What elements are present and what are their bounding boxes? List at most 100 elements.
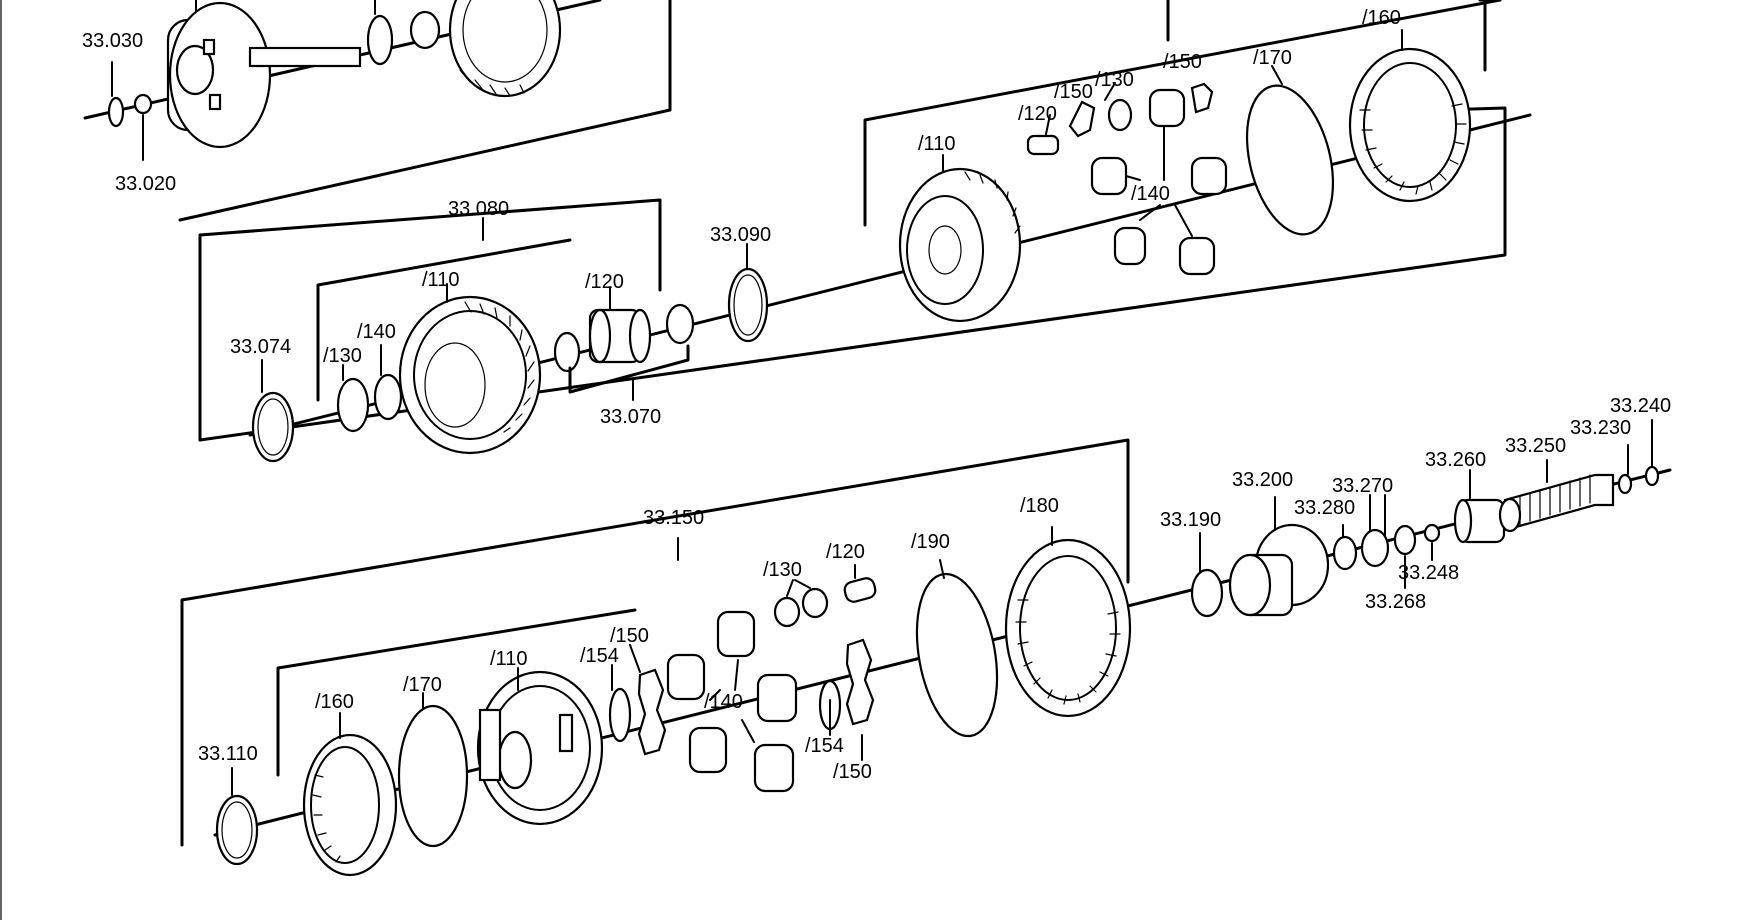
gear-33200 — [1228, 496, 1330, 617]
ring-33280 — [1332, 535, 1358, 571]
pin-b120 — [843, 577, 877, 603]
label-33280: 33.280 — [1294, 497, 1355, 519]
bearing-right — [665, 303, 695, 345]
label-u120: /120 — [1018, 103, 1057, 125]
roller-140-a — [1148, 88, 1186, 128]
label-b190: /190 — [911, 531, 950, 553]
label-b180: /180 — [1020, 495, 1059, 517]
label-u110: /110 — [918, 133, 955, 155]
label-b154a: /154 — [580, 645, 619, 667]
label-u160: /160 — [1362, 7, 1401, 29]
label-33080-130: /130 — [323, 345, 362, 367]
ring-top — [366, 14, 394, 66]
ring-33090 — [727, 267, 769, 343]
ring-33248 — [1423, 523, 1441, 543]
label-u140: /140 — [1131, 183, 1170, 205]
ring-33230 — [1617, 473, 1633, 495]
drum-top — [448, 0, 562, 98]
label-33200: 33.200 — [1232, 469, 1293, 491]
ring-33268 — [1393, 524, 1417, 556]
roller-140-d — [1113, 226, 1147, 266]
shaft-33250 — [1498, 459, 1615, 533]
label-33260: 33.260 — [1425, 449, 1486, 471]
label-b110: /110 — [490, 648, 527, 670]
roller-140-c — [1190, 156, 1228, 196]
label-33110: 33.110 — [198, 743, 258, 765]
label-33190: 33.190 — [1160, 509, 1221, 531]
part-labels: 33.030 33.020 33.080 33.074 /130 /140 /1… — [82, 7, 1671, 783]
label-33020: 33.020 — [115, 173, 176, 195]
bottom-row — [180, 419, 1672, 877]
label-b140: /140 — [704, 691, 743, 713]
label-33090: 33.090 — [710, 224, 771, 246]
label-33270: 33.270 — [1332, 475, 1393, 497]
label-b154b: /154 — [805, 735, 844, 757]
roller-b130-a — [773, 596, 801, 628]
carrier-110 — [898, 154, 1022, 323]
label-33248: 33.248 — [1398, 562, 1459, 584]
label-b150a: /150 — [610, 625, 649, 647]
roller-b140-b — [716, 610, 756, 658]
label-b160: /160 — [315, 691, 354, 713]
bearing-left — [553, 331, 581, 373]
ring-33020 — [133, 93, 153, 115]
roller-b140-a — [666, 653, 706, 701]
label-u150b: /150 — [1163, 51, 1202, 73]
label-33074: 33.074 — [230, 336, 291, 358]
roller-b140-c — [688, 726, 728, 774]
label-b150b: /150 — [833, 761, 872, 783]
ring-gear-110 — [398, 283, 542, 455]
sleeve-120 — [588, 286, 652, 364]
label-b170: /170 — [403, 674, 442, 696]
snap-ring-170-b — [397, 704, 469, 848]
snap-ring-190 — [915, 572, 999, 738]
label-33080-120: /120 — [585, 271, 624, 293]
ring-33270 — [1360, 528, 1390, 568]
pin-120 — [1026, 134, 1060, 156]
label-33080-110: /110 — [422, 269, 459, 291]
label-b120: /120 — [826, 541, 865, 563]
top-left-assembly — [83, 0, 672, 222]
planet-carrier-110 — [476, 667, 604, 826]
label-u130: /130 — [1095, 69, 1134, 91]
roller-140-b — [1090, 156, 1128, 196]
ring-gear-180 — [1004, 526, 1132, 718]
bearing-top — [409, 10, 441, 50]
washer-33110 — [215, 794, 259, 866]
label-33230: 33.230 — [1570, 417, 1631, 439]
washer-33074 — [251, 391, 295, 463]
label-33250: 33.250 — [1505, 435, 1566, 457]
label-33150: 33.150 — [643, 507, 704, 529]
snap-ring-130 — [336, 377, 370, 433]
plate-150-b — [845, 638, 875, 726]
snap-ring-170 — [1245, 84, 1335, 236]
ring-gear-160-b — [302, 712, 398, 877]
sleeve-33260 — [1453, 469, 1506, 544]
spacer-150-a — [1068, 100, 1096, 138]
label-33240: 33.240 — [1610, 395, 1671, 417]
label-33080-140: /140 — [357, 321, 396, 343]
ring-140 — [373, 373, 403, 421]
label-b130: /130 — [763, 559, 802, 581]
ring-33240 — [1644, 465, 1660, 487]
roller-b130-b — [801, 587, 829, 619]
roller-140-e — [1178, 236, 1216, 276]
washer-33030 — [107, 96, 125, 128]
roller-b140-d — [756, 673, 798, 723]
label-33268: 33.268 — [1365, 591, 1426, 613]
planet-carrier-top — [166, 1, 362, 149]
washer-154-a — [608, 687, 632, 743]
middle-row — [198, 0, 1532, 463]
spacer-150-b — [1190, 82, 1214, 114]
ring-33190 — [1190, 568, 1224, 618]
ring-gear-160 — [1348, 29, 1472, 203]
roller-130 — [1107, 98, 1133, 132]
label-u150a: /150 — [1054, 81, 1093, 103]
label-33070: 33.070 — [600, 406, 661, 428]
plate-150-a — [637, 668, 667, 756]
roller-b140-e — [753, 743, 795, 793]
label-33080: 33.080 — [448, 198, 509, 220]
label-u170: /170 — [1253, 47, 1292, 69]
label-33030: 33.030 — [82, 30, 143, 52]
